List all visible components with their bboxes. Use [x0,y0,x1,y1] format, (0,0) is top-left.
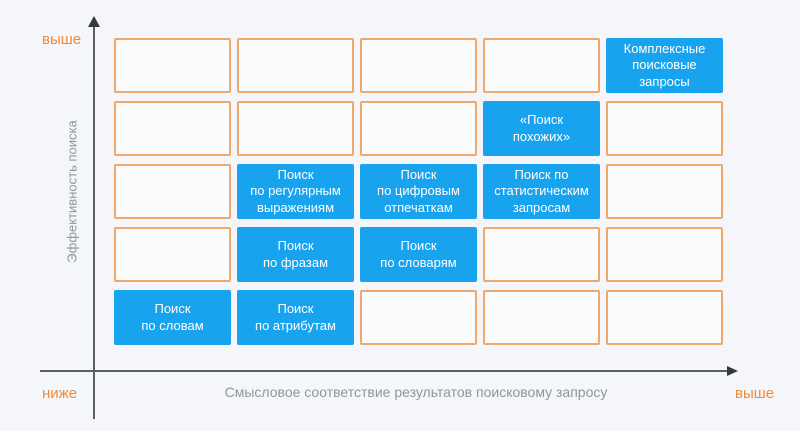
y-axis-line [93,25,95,419]
search-type-box: «Поиск похожих» [483,101,600,156]
search-type-box: Поиск по словам [114,290,231,345]
empty-cell [114,38,231,93]
empty-cell [606,227,723,282]
search-type-box: Поиск по фразам [237,227,354,282]
empty-cell [483,38,600,93]
x-axis-arrowhead-icon [727,366,738,376]
empty-cell [360,290,477,345]
search-type-box: Поиск по регулярным выражениям [237,164,354,219]
search-type-box: Поиск по цифровым отпечаткам [360,164,477,219]
y-axis-arrowhead-icon [88,16,100,27]
empty-cell [114,164,231,219]
y-axis-title-text: Эффективность поиска [64,120,80,263]
empty-cell [606,164,723,219]
x-axis-low-label: ниже [42,385,78,402]
empty-cell [114,101,231,156]
x-axis-title: Смысловое соответствие результатов поиск… [224,384,608,400]
empty-cell [237,101,354,156]
empty-cell [606,101,723,156]
x-axis-high-label: выше [735,385,775,402]
y-axis-title: Эффективность поиска [60,38,84,345]
empty-cell [237,38,354,93]
empty-cell [606,290,723,345]
empty-cell [114,227,231,282]
search-type-box: Поиск по словарям [360,227,477,282]
y-axis-high-label: выше [42,31,82,48]
search-type-grid: Комплексные поисковые запросы«Поиск похо… [114,38,723,345]
search-type-box: Поиск по статистическим запросам [483,164,600,219]
search-type-box: Комплексные поисковые запросы [606,38,723,93]
empty-cell [360,38,477,93]
empty-cell [483,227,600,282]
x-axis-line [40,370,728,372]
empty-cell [483,290,600,345]
search-type-box: Поиск по атрибутам [237,290,354,345]
empty-cell [360,101,477,156]
